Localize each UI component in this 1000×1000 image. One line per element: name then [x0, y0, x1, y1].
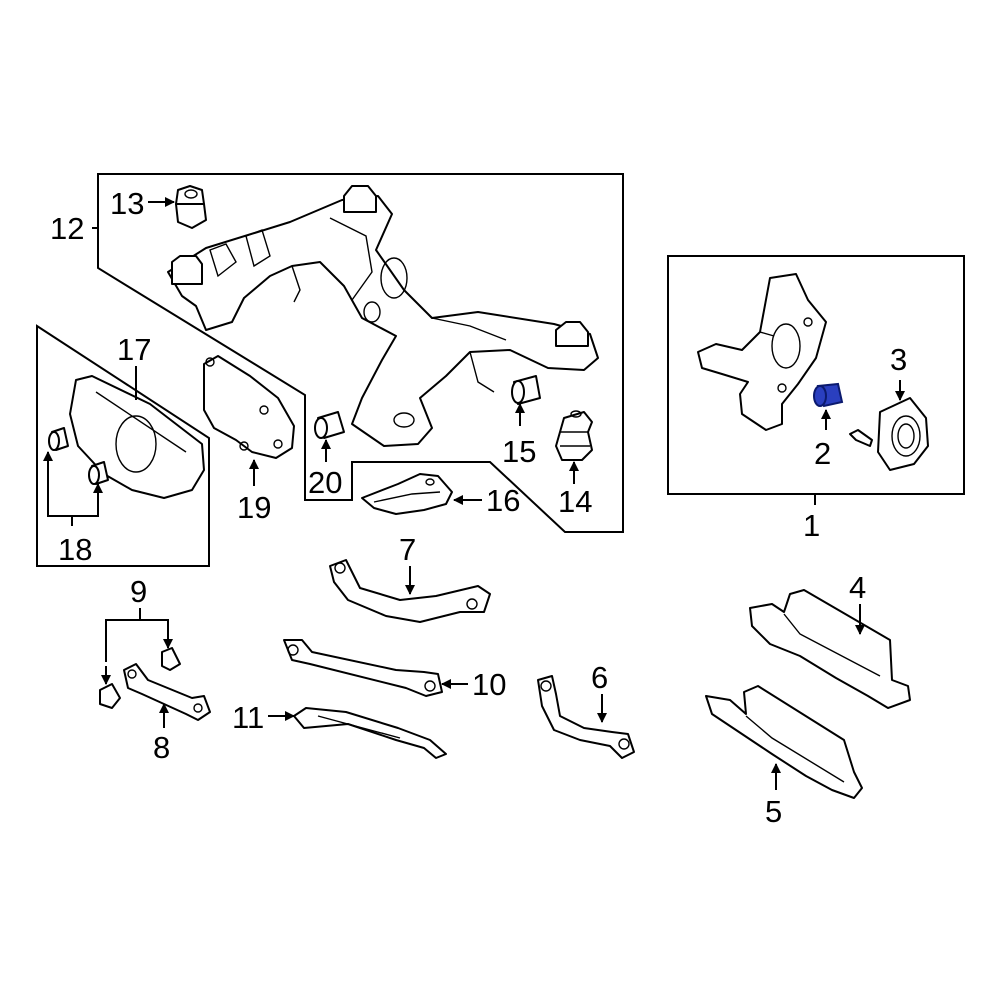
toe-link[interactable]	[123, 663, 211, 721]
callout-5: 5	[765, 794, 782, 829]
callout-2: 2	[814, 436, 831, 471]
subframe-bushing-15[interactable]	[511, 375, 541, 405]
rear-subframe[interactable]	[167, 185, 599, 447]
group-12-box	[97, 173, 624, 533]
upper-control-arm[interactable]	[329, 559, 491, 623]
callout-11: 11	[232, 700, 264, 735]
steering-knuckle[interactable]	[697, 273, 827, 431]
heat-shield-16[interactable]	[361, 473, 453, 515]
callout-13: 13	[110, 186, 144, 221]
callout-12: 12	[50, 211, 84, 246]
callout-6: 6	[591, 660, 608, 695]
toe-link-bushing-lower[interactable]	[99, 683, 121, 709]
differential-bushing-upper[interactable]	[48, 427, 69, 451]
callout-1: 1	[803, 508, 820, 543]
callout-14: 14	[558, 484, 592, 519]
knuckle-bushing-highlighted[interactable]	[813, 382, 844, 408]
callout-7: 7	[399, 532, 416, 567]
callout-3: 3	[890, 342, 907, 377]
callout-20: 20	[308, 465, 342, 500]
callout-9-bracket	[105, 619, 169, 662]
callout-16: 16	[486, 483, 520, 518]
callout-18: 18	[58, 532, 92, 567]
callout-18-bracket	[47, 452, 99, 517]
callout-8: 8	[153, 730, 170, 765]
splash-shield-lower[interactable]	[705, 685, 863, 799]
differential-bushing-lower[interactable]	[88, 461, 109, 485]
group-17-box	[36, 324, 210, 567]
brace-11[interactable]	[293, 707, 447, 759]
callout-4: 4	[849, 570, 866, 605]
splash-shield-upper[interactable]	[749, 589, 911, 709]
subframe-bushing-20[interactable]	[314, 411, 345, 439]
callout-9: 9	[130, 574, 147, 609]
hub-bolt[interactable]	[849, 429, 873, 447]
wheel-hub-bearing[interactable]	[877, 397, 929, 471]
lower-control-arm[interactable]	[537, 675, 635, 759]
callout-15: 15	[502, 434, 536, 469]
subframe-mount-bushing[interactable]	[175, 185, 207, 229]
differential-bracket[interactable]	[203, 355, 295, 459]
callout-17: 17	[117, 332, 151, 367]
lateral-link[interactable]	[283, 639, 443, 697]
callout-10: 10	[472, 667, 506, 702]
toe-link-bushing-upper[interactable]	[161, 647, 181, 671]
callout-19: 19	[237, 490, 271, 525]
differential-mount[interactable]	[555, 410, 593, 461]
